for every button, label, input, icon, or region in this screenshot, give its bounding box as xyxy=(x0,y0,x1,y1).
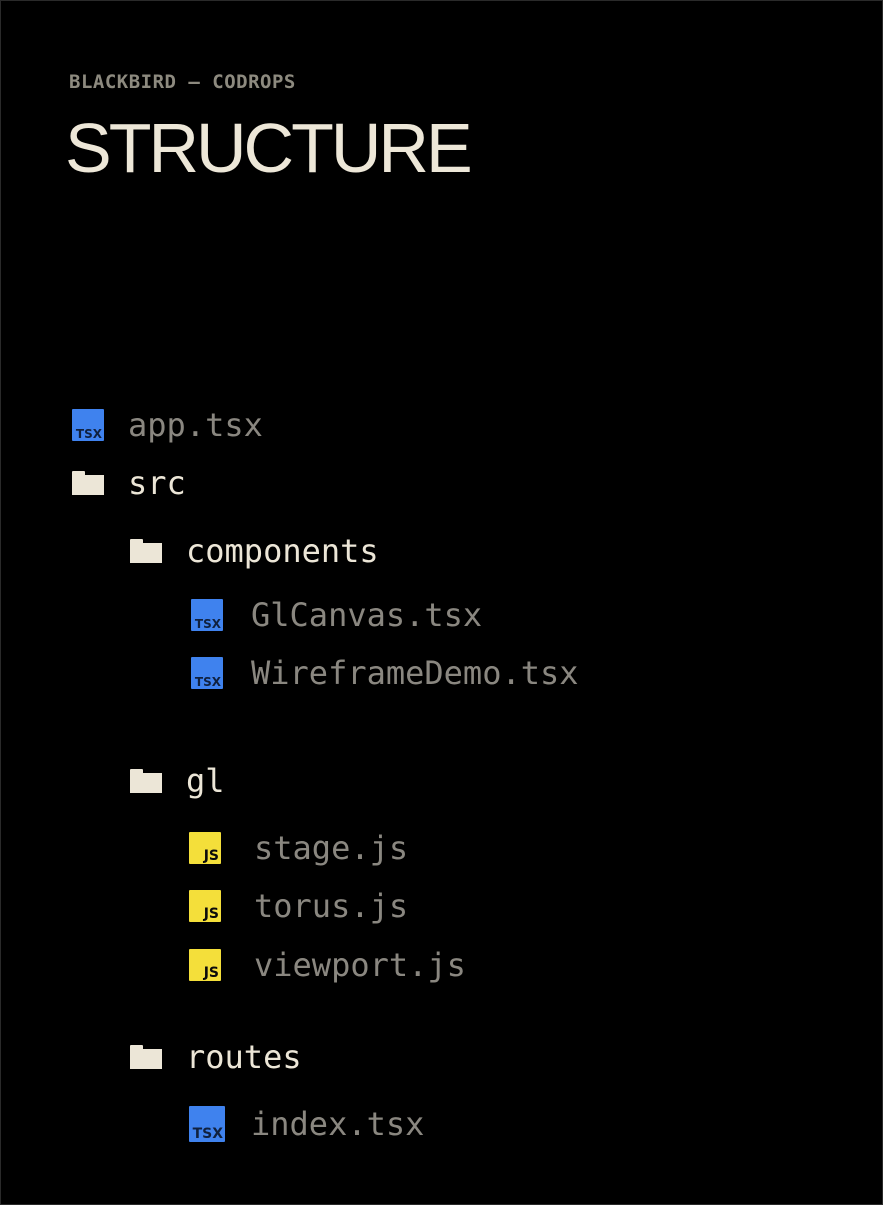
tree-item-torus-js[interactable]: JS torus.js xyxy=(189,886,408,926)
tree-item-label: app.tsx xyxy=(128,406,263,444)
tree-item-glcanvas-tsx[interactable]: TSX GlCanvas.tsx xyxy=(191,595,482,635)
tree-item-viewport-js[interactable]: JS viewport.js xyxy=(189,945,466,985)
folder-icon xyxy=(130,539,162,563)
tsx-file-icon: TSX xyxy=(189,1106,225,1142)
js-file-icon: JS xyxy=(189,890,221,922)
folder-icon xyxy=(130,769,162,793)
tree-item-index-tsx[interactable]: TSX index.tsx xyxy=(189,1104,424,1144)
tsx-file-icon: TSX xyxy=(191,599,223,631)
eyebrow-label: BLACKBIRD — CODROPS xyxy=(69,71,296,93)
tree-item-label: routes xyxy=(186,1038,302,1076)
tree-item-stage-js[interactable]: JS stage.js xyxy=(189,828,408,868)
js-file-icon: JS xyxy=(189,832,221,864)
tree-item-wireframedemo-tsx[interactable]: TSX WireframeDemo.tsx xyxy=(191,653,579,693)
tree-item-label: components xyxy=(186,532,379,570)
tree-item-label: GlCanvas.tsx xyxy=(251,596,483,634)
tree-item-label: src xyxy=(128,464,186,502)
tree-item-gl[interactable]: gl xyxy=(130,761,225,801)
tree-item-label: stage.js xyxy=(254,829,409,867)
tree-item-label: index.tsx xyxy=(251,1105,425,1143)
tree-item-label: torus.js xyxy=(254,887,409,925)
page-title: STRUCTURE xyxy=(65,109,473,187)
tree-item-components[interactable]: components xyxy=(130,531,379,571)
tree-item-app-tsx[interactable]: TSX app.tsx xyxy=(72,405,263,445)
tree-item-label: gl xyxy=(186,762,225,800)
tsx-file-icon: TSX xyxy=(72,409,104,441)
js-file-icon: JS xyxy=(189,949,221,981)
folder-icon xyxy=(72,471,104,495)
tree-item-label: WireframeDemo.tsx xyxy=(251,654,579,692)
folder-icon xyxy=(130,1045,162,1069)
tree-item-src[interactable]: src xyxy=(72,463,186,503)
tsx-file-icon: TSX xyxy=(191,657,223,689)
tree-item-label: viewport.js xyxy=(254,946,466,984)
tree-item-routes[interactable]: routes xyxy=(130,1037,302,1077)
